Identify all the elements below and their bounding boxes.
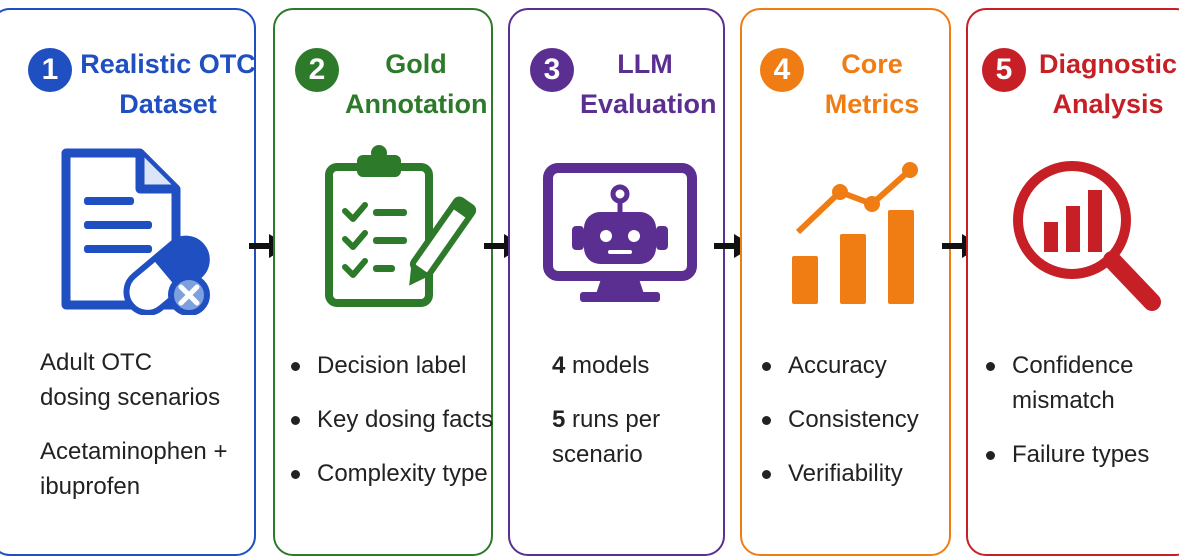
list-item: Consistency — [756, 402, 919, 437]
runs-count: 5 runs per scenario — [552, 406, 661, 468]
list-item: Decision label — [285, 348, 493, 383]
step-4-details: Accuracy Consistency Verifiability — [756, 348, 919, 510]
step-2-badge: 2 — [295, 48, 339, 92]
models-count: 4 models — [552, 352, 650, 379]
list-item: Verifiability — [756, 456, 919, 491]
step-2-panel: 2 Gold Annotation Decision label Key dos… — [273, 8, 493, 556]
step-4-title: Core Metrics — [824, 49, 920, 119]
step-5-title: Diagnostic Analysis — [1038, 49, 1178, 119]
step-3-details: 4 models 5 runs per scenario — [552, 348, 660, 491]
step-2-title: Gold Annotation — [345, 49, 488, 119]
step-1-details: Adult OTC dosing scenarios Acetaminophen… — [40, 345, 227, 523]
step-2-details: Decision label Key dosing facts Complexi… — [285, 348, 493, 510]
step-4-badge: 4 — [760, 48, 804, 92]
detail-paragraph: Adult OTC dosing scenarios — [40, 349, 221, 411]
clipboard-checklist-icon — [325, 145, 477, 307]
step-4-panel: 4 Core Metrics Accuracy Consistency Veri… — [740, 8, 951, 556]
magnifier-chart-icon — [1013, 161, 1161, 311]
robot-monitor-icon — [543, 163, 697, 302]
detail-paragraph: Acetaminophen + ibuprofen — [40, 438, 228, 500]
list-item: Key dosing facts — [285, 402, 493, 437]
list-item: Accuracy — [756, 348, 919, 383]
step-1-panel: 1 Realistic OTC Dataset Adult OTC dosing… — [0, 8, 256, 556]
document-pill-icon — [61, 148, 210, 315]
step-3-title: LLM Evaluation — [580, 49, 717, 119]
list-item: Complexity type — [285, 456, 493, 491]
step-3-panel: 3 LLM Evaluation 4 models 5 runs per sce… — [508, 8, 725, 556]
step-1-badge: 1 — [28, 48, 72, 92]
step-3-badge: 3 — [530, 48, 574, 92]
list-item: Failure types — [980, 437, 1149, 472]
step-1-title: Realistic OTC Dataset — [80, 49, 256, 119]
step-5-badge: 5 — [982, 48, 1026, 92]
bar-line-chart-icon — [792, 162, 918, 304]
